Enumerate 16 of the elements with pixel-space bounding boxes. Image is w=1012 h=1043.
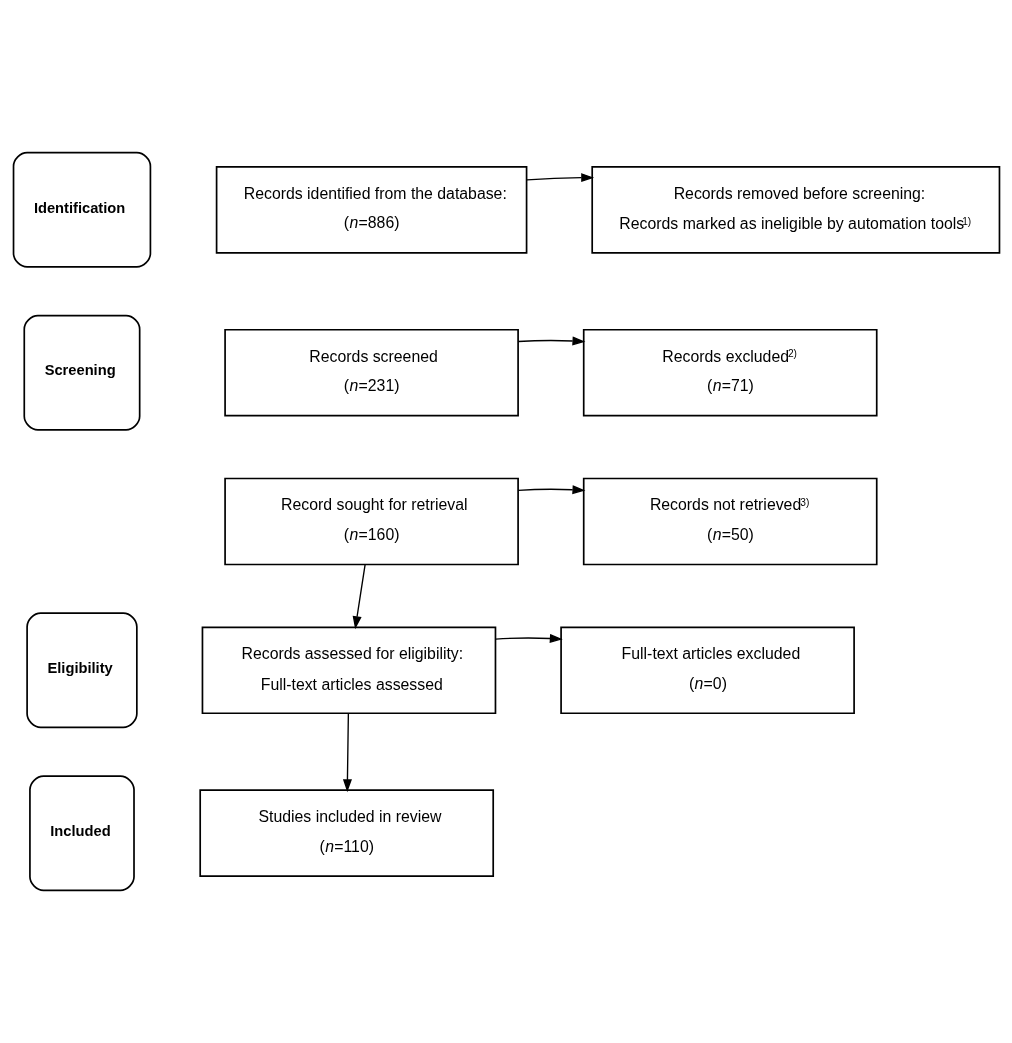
node-box: Full-text articles excluded (n=0) — [559, 626, 855, 715]
arrow — [525, 173, 594, 183]
node-box: Screening — [22, 314, 140, 431]
node-box: Identification — [12, 151, 151, 268]
node-box: Records screened (n=231) — [223, 328, 519, 417]
node-box: Studies included in review (n=110) — [198, 789, 494, 877]
arrow — [494, 633, 563, 643]
node-box: Records identified from the database: (n=886) — [215, 166, 527, 254]
arrow — [517, 485, 585, 495]
arrow — [352, 563, 366, 630]
node-box: Included — [28, 775, 135, 892]
node-box: Records assessed for eligibility: Full-text articles assessed — [201, 626, 496, 715]
node-box: Record sought for retrieval (n=160) — [223, 477, 519, 566]
arrow — [517, 336, 585, 346]
arrow — [342, 712, 352, 793]
node-box: Eligibility — [25, 612, 138, 729]
